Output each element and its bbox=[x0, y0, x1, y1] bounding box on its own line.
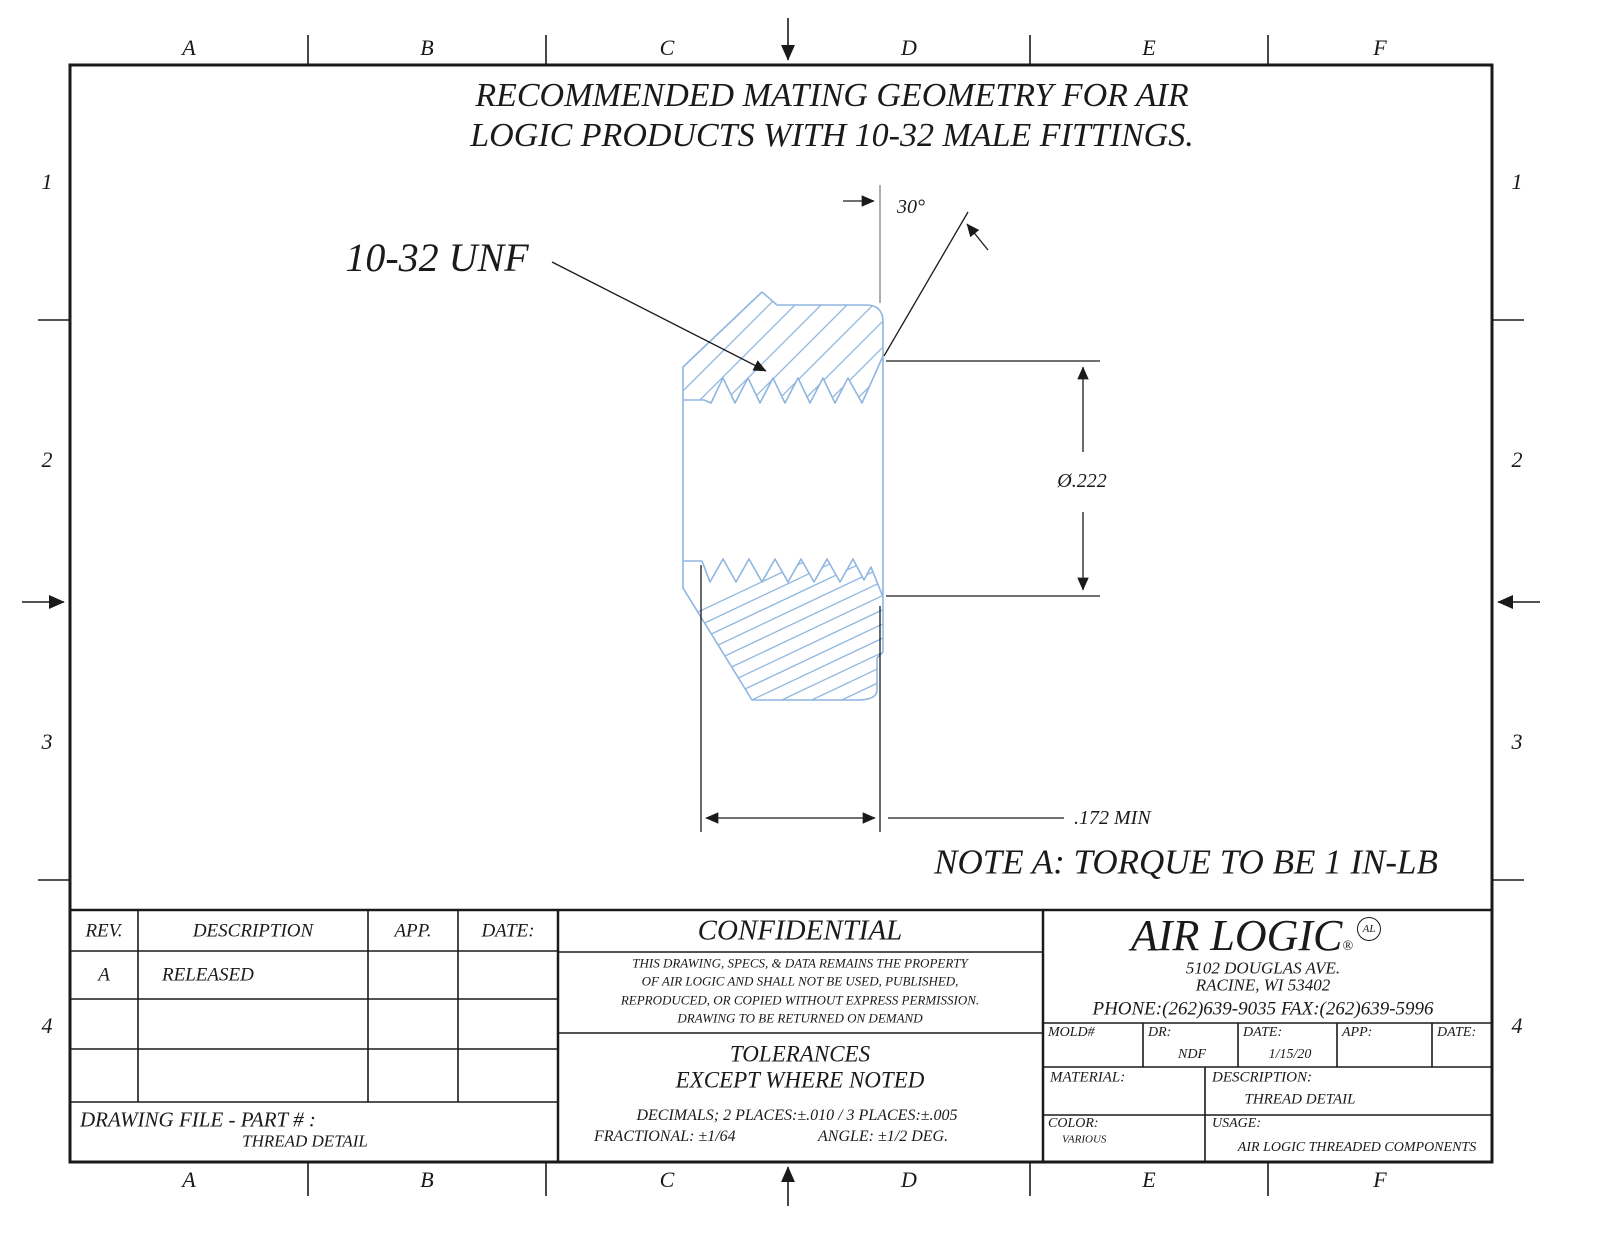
company-brand: AIR LOGIC®AL bbox=[1130, 911, 1382, 960]
grid-row-4-left: 4 bbox=[41, 1013, 53, 1038]
company-address2: RACINE, WI 53402 bbox=[1195, 975, 1331, 995]
company-phone: PHONE:(262)639-9035 FAX:(262)639-5996 bbox=[1092, 998, 1434, 1020]
drawing-file-label: DRAWING FILE - PART # : bbox=[80, 1107, 316, 1132]
grid-row-4-right: 4 bbox=[1511, 1013, 1523, 1038]
torque-note: NOTE A: TORQUE TO BE 1 IN-LB bbox=[934, 842, 1438, 882]
confidential-line3: REPRODUCED, OR COPIED WITHOUT EXPRESS PE… bbox=[620, 992, 980, 1008]
depth-dimension: .172 MIN bbox=[1074, 807, 1151, 829]
upper-hatching bbox=[683, 292, 883, 403]
grid-col-b-top: B bbox=[420, 35, 434, 60]
lower-thread-profile bbox=[683, 558, 884, 598]
date-header: DATE: bbox=[481, 920, 535, 942]
grid-row-2-right: 2 bbox=[1511, 447, 1523, 472]
description-label: DESCRIPTION: bbox=[1212, 1069, 1312, 1086]
app-label: APP: bbox=[1342, 1025, 1373, 1040]
color-value: VARIOUS bbox=[1062, 1133, 1107, 1146]
grid-col-a-bottom: A bbox=[182, 1167, 196, 1192]
grid-col-d-top: D bbox=[901, 35, 917, 60]
company-name: AIR LOGIC bbox=[1130, 911, 1343, 960]
grid-row-2-left: 2 bbox=[41, 447, 53, 472]
sheet-border bbox=[22, 18, 1540, 1206]
usage-label: USAGE: bbox=[1212, 1116, 1261, 1131]
company-logo-icon: AL bbox=[1357, 917, 1382, 941]
description-cell: RELEASED bbox=[162, 964, 254, 986]
tolerances-heading: TOLERANCES bbox=[729, 1041, 871, 1067]
rev-cell: A bbox=[98, 964, 110, 986]
description-value: THREAD DETAIL bbox=[1244, 1091, 1356, 1108]
dr-label: DR: bbox=[1148, 1025, 1172, 1040]
drawing-file-value: THREAD DETAIL bbox=[242, 1131, 368, 1151]
grid-col-f-top: F bbox=[1373, 35, 1387, 60]
company-address1: 5102 DOUGLAS AVE. bbox=[1185, 958, 1341, 978]
mold-label: MOLD# bbox=[1048, 1025, 1095, 1040]
grid-row-3-left: 3 bbox=[41, 729, 53, 754]
date-label: DATE: bbox=[1243, 1025, 1283, 1040]
grid-col-e-bottom: E bbox=[1142, 1167, 1156, 1192]
diameter-dimension: Ø.222 bbox=[1057, 470, 1107, 492]
tolerances-angle: ANGLE: ±1/2 DEG. bbox=[818, 1128, 949, 1145]
dr-value: NDF bbox=[1178, 1047, 1206, 1062]
thread-callout: 10-32 UNF bbox=[345, 235, 529, 280]
tolerances-decimals: DECIMALS; 2 PLACES:±.010 / 3 PLACES:±.00… bbox=[636, 1107, 958, 1124]
title-block-lines bbox=[70, 908, 1492, 1162]
date-value: 1/15/20 bbox=[1268, 1047, 1312, 1062]
grid-col-b-bottom: B bbox=[420, 1167, 434, 1192]
grid-col-f-bottom: F bbox=[1373, 1167, 1387, 1192]
confidential-line2: OF AIR LOGIC AND SHALL NOT BE USED, PUBL… bbox=[641, 973, 959, 989]
app-header: APP. bbox=[394, 920, 432, 942]
part-outline bbox=[682, 291, 884, 701]
grid-row-1-right: 1 bbox=[1511, 169, 1523, 194]
grid-col-a-top: A bbox=[182, 35, 196, 60]
tolerances-subheading: EXCEPT WHERE NOTED bbox=[675, 1067, 925, 1093]
angle-dimension: 30° bbox=[897, 196, 925, 218]
tolerances-fractional: FRACTIONAL: ±1/64 bbox=[594, 1128, 736, 1145]
confidential-heading: CONFIDENTIAL bbox=[697, 914, 903, 947]
grid-col-c-top: C bbox=[659, 35, 675, 60]
date2-label: DATE: bbox=[1437, 1025, 1477, 1040]
grid-col-d-bottom: D bbox=[901, 1167, 917, 1192]
grid-col-c-bottom: C bbox=[659, 1167, 675, 1192]
sheet-title-line1: RECOMMENDED MATING GEOMETRY FOR AIR bbox=[475, 77, 1189, 114]
description-header: DESCRIPTION bbox=[192, 920, 314, 942]
usage-value: AIR LOGIC THREADED COMPONENTS bbox=[1237, 1140, 1477, 1155]
confidential-line4: DRAWING TO BE RETURNED ON DEMAND bbox=[677, 1010, 923, 1026]
grid-col-e-top: E bbox=[1142, 35, 1156, 60]
grid-row-1-left: 1 bbox=[41, 169, 53, 194]
dimension-lines bbox=[551, 185, 1100, 832]
upper-thread-profile bbox=[683, 355, 884, 404]
rev-header: REV. bbox=[85, 920, 123, 942]
confidential-line1: THIS DRAWING, SPECS, & DATA REMAINS THE … bbox=[632, 955, 968, 971]
registered-mark: ® bbox=[1342, 939, 1354, 954]
grid-row-3-right: 3 bbox=[1511, 729, 1523, 754]
color-label: COLOR: bbox=[1048, 1116, 1099, 1131]
chamfer-extension-line bbox=[883, 211, 969, 357]
material-label: MATERIAL: bbox=[1050, 1069, 1126, 1086]
sheet-title-line2: LOGIC PRODUCTS WITH 10-32 MALE FITTINGS. bbox=[470, 117, 1194, 154]
thread-leader-line bbox=[551, 261, 767, 372]
